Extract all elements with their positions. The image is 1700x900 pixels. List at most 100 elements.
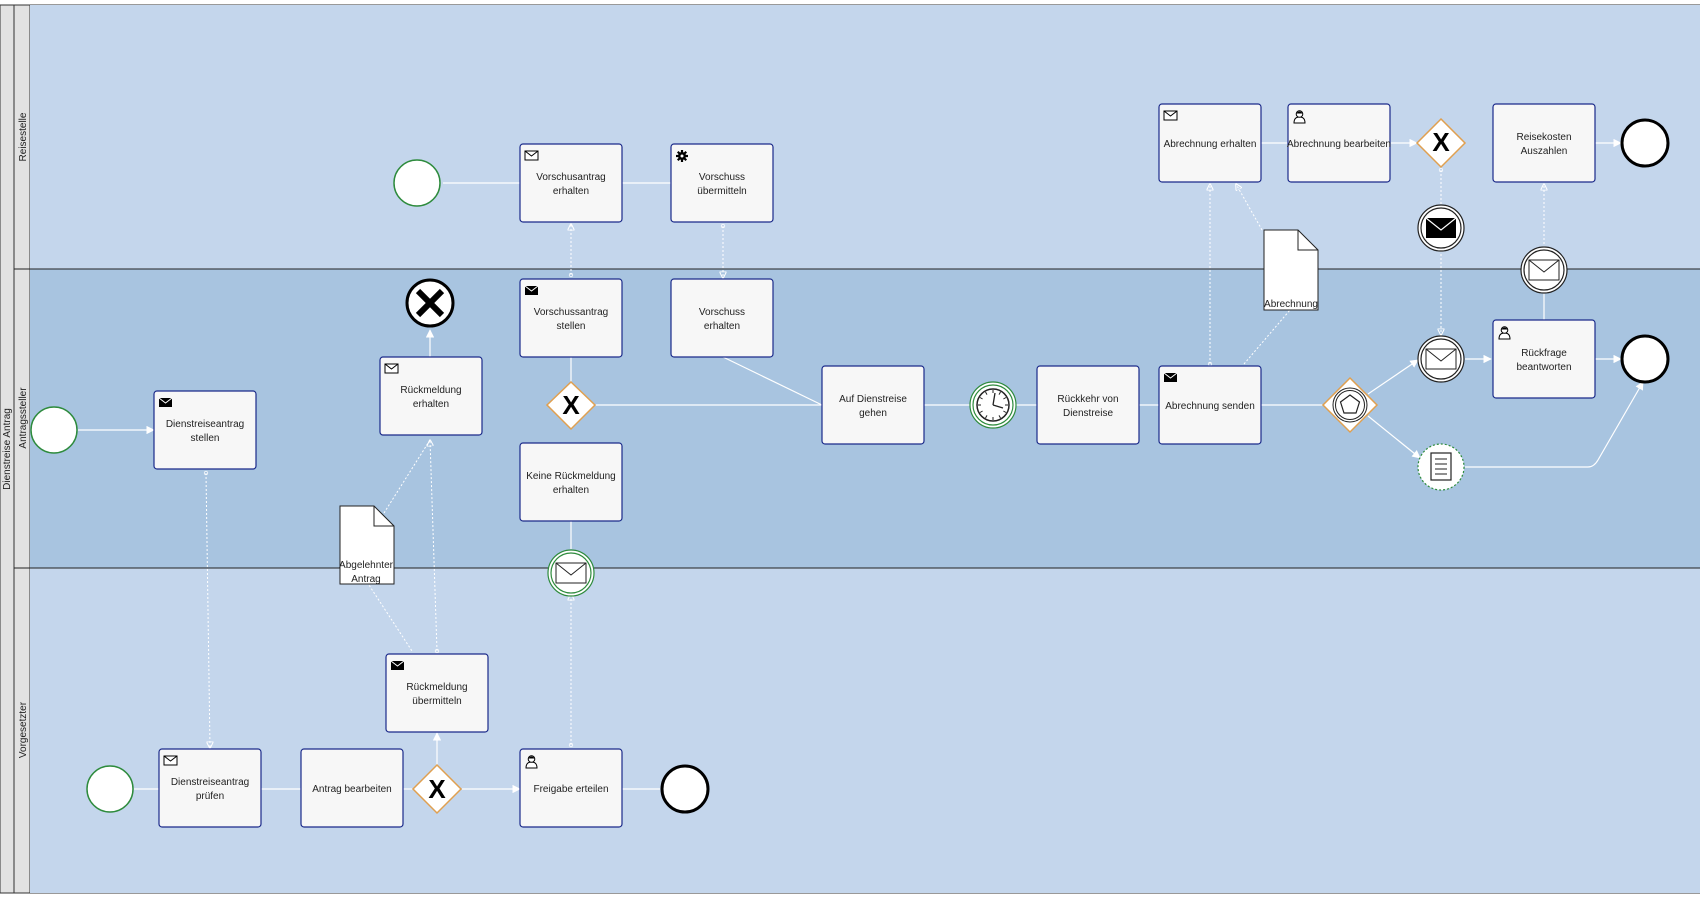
task-label: Rückmeldung bbox=[400, 385, 461, 396]
cancel-end-event[interactable] bbox=[405, 278, 455, 328]
gateway-marker: X bbox=[1432, 127, 1450, 157]
lane-label-reisestelle: Reisestelle bbox=[18, 112, 29, 161]
task-abrechnung-erhalten[interactable]: Abrechnung erhalten bbox=[1158, 103, 1262, 183]
task-label: Vorschuss bbox=[699, 307, 745, 318]
lane-label-antragsteller: Antragssteller bbox=[18, 387, 29, 449]
gateway-marker: X bbox=[562, 390, 580, 420]
task-dienstreiseantrag-pruefen[interactable]: Dienstreiseantrag prüfen bbox=[158, 748, 262, 828]
task-label: erhalten bbox=[553, 485, 589, 496]
clock-icon bbox=[976, 388, 1010, 422]
envelope-outline-icon bbox=[384, 363, 399, 374]
document-abgelehnter-antrag[interactable]: Abgelehnter Antrag bbox=[339, 505, 395, 585]
envelope-filled-icon bbox=[158, 397, 173, 407]
message-flows bbox=[206, 170, 1544, 748]
task-label: Rückfrage bbox=[1521, 348, 1567, 359]
exclusive-gateway-vorgesetzter[interactable]: X bbox=[411, 763, 463, 815]
document-abrechnung[interactable]: Abrechnung bbox=[1263, 229, 1319, 311]
task-vorschussantrag-stellen[interactable]: Vorschussantrag stellen bbox=[519, 278, 623, 358]
task-label: Vorschusantrag bbox=[536, 172, 606, 183]
message-flow bbox=[206, 473, 210, 748]
pool-label: Dienstreise Antrag bbox=[2, 408, 13, 490]
pentagon-icon bbox=[1339, 394, 1361, 414]
task-label: erhalten bbox=[413, 399, 449, 410]
document-label: Antrag bbox=[351, 574, 380, 585]
task-label: prüfen bbox=[196, 791, 224, 802]
envelope-filled-icon bbox=[1425, 217, 1457, 238]
task-label: gehen bbox=[859, 408, 887, 419]
start-event-reisestelle[interactable] bbox=[393, 159, 441, 207]
envelope-outline-icon bbox=[1163, 110, 1178, 121]
task-vorschuss-erhalten[interactable]: Vorschuss erhalten bbox=[670, 278, 774, 358]
exclusive-gateway-antragsteller[interactable]: X bbox=[545, 380, 597, 431]
message-throw-event[interactable] bbox=[1417, 204, 1465, 252]
document-label: Abgelehnter bbox=[339, 560, 394, 571]
conditional-intermediate-event[interactable] bbox=[1417, 443, 1465, 491]
task-freigabe-erteilen[interactable]: Freigabe erteilen bbox=[519, 748, 623, 828]
task-label: Abrechnung senden bbox=[1165, 401, 1255, 412]
task-label: stellen bbox=[191, 433, 220, 444]
task-label: Freigabe erteilen bbox=[533, 784, 608, 795]
task-label: Vorschussantrag bbox=[534, 307, 609, 318]
task-rueckfrage[interactable]: Rückfrage beantworten bbox=[1492, 319, 1596, 399]
task-label: Reisekosten bbox=[1516, 132, 1571, 143]
message-start-event[interactable] bbox=[547, 549, 595, 597]
task-auf-dienstreise[interactable]: Auf Dienstreise gehen bbox=[821, 365, 925, 445]
start-event-antragsteller[interactable] bbox=[30, 406, 78, 454]
task-label: erhalten bbox=[553, 186, 589, 197]
association bbox=[1236, 184, 1263, 231]
tasks: VorschusantragerhaltenVorschussübermitte… bbox=[153, 103, 1596, 828]
task-label: erhalten bbox=[704, 321, 740, 332]
task-abrechnung-bearbeiten[interactable]: Abrechnung bearbeiten bbox=[1287, 103, 1391, 183]
user-icon bbox=[1498, 326, 1511, 340]
end-event-antragsteller[interactable] bbox=[1620, 334, 1670, 384]
envelope-outline-icon bbox=[524, 150, 539, 161]
task-label: Dienstreiseantrag bbox=[171, 777, 249, 788]
lane-vorgesetzter: Vorgesetzter bbox=[13, 567, 1700, 894]
user-icon bbox=[525, 755, 538, 769]
envelope-outline-icon bbox=[1425, 348, 1457, 370]
task-label: Auszahlen bbox=[1521, 146, 1568, 157]
task-vorschuss-uebermitteln[interactable]: Vorschuss übermitteln bbox=[670, 143, 774, 223]
message-flow bbox=[430, 440, 437, 651]
task-label: übermitteln bbox=[697, 186, 746, 197]
end-event-vorgesetzter[interactable] bbox=[660, 764, 710, 814]
task-label: Vorschuss bbox=[699, 172, 745, 183]
task-label: Dienstreise bbox=[1063, 408, 1113, 419]
sequence-flow bbox=[1367, 415, 1421, 459]
sequence-flows bbox=[78, 138, 1644, 794]
document-lines-icon bbox=[1430, 452, 1452, 481]
association bbox=[366, 581, 413, 652]
envelope-outline-icon bbox=[1528, 259, 1560, 281]
sequence-flow bbox=[1465, 381, 1644, 468]
task-label: Abrechnung bearbeiten bbox=[1287, 139, 1391, 150]
lane-label-vorgesetzter: Vorgesetzter bbox=[18, 701, 29, 758]
sequence-flow bbox=[1367, 359, 1419, 395]
task-label: Rückkehr von bbox=[1057, 394, 1118, 405]
sequence-flow bbox=[722, 356, 823, 406]
task-label: Auf Dienstreise bbox=[839, 394, 907, 405]
task-antrag-bearbeiten[interactable]: Antrag bearbeiten bbox=[300, 748, 404, 828]
timer-intermediate-event[interactable] bbox=[969, 381, 1017, 429]
task-label: stellen bbox=[557, 321, 586, 332]
message-catch-boundary-event[interactable] bbox=[1520, 246, 1568, 294]
user-icon bbox=[1293, 110, 1306, 124]
end-event-reisestelle[interactable] bbox=[1620, 118, 1670, 168]
task-label: Abrechnung erhalten bbox=[1164, 139, 1257, 150]
envelope-filled-icon bbox=[390, 660, 405, 670]
gateway-marker: X bbox=[428, 774, 446, 804]
x-icon bbox=[415, 288, 445, 318]
task-abrechnung-senden[interactable]: Abrechnung senden bbox=[1158, 365, 1262, 445]
exclusive-gateway-reisestelle[interactable]: X bbox=[1415, 117, 1467, 169]
task-rueckmeldung-erhalten[interactable]: Rückmeldung erhalten bbox=[379, 356, 483, 436]
task-label: beantworten bbox=[1516, 362, 1571, 373]
event-based-gateway[interactable] bbox=[1321, 376, 1379, 434]
start-event-vorgesetzter[interactable] bbox=[86, 765, 134, 813]
message-catch-event[interactable] bbox=[1417, 335, 1465, 383]
task-vorschusantrag-erhalten[interactable]: Vorschusantrag erhalten bbox=[519, 143, 623, 223]
